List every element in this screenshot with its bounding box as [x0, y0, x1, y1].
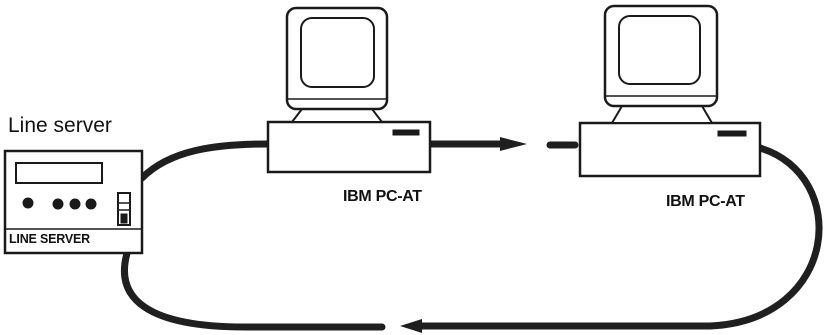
computer-1-stand — [289, 108, 385, 123]
line-server-device — [3, 149, 144, 255]
computer-1-screen — [300, 17, 375, 88]
line-server-knob-2 — [52, 198, 64, 210]
computer-2-drive-slot — [717, 130, 747, 137]
line-server-title: Line server — [8, 114, 112, 137]
computer-1 — [266, 6, 432, 174]
cable-segment-server-to-pc1 — [138, 140, 272, 182]
line-server-panel-label: LINE SERVER — [9, 232, 90, 246]
line-server-display — [15, 162, 103, 184]
cable-loop — [120, 140, 823, 331]
line-server-switch-lever — [120, 213, 128, 224]
arrowhead-right — [500, 137, 527, 151]
cable-segment-pc2-to-bottom — [414, 144, 823, 330]
computer-2-label: IBM PC-AT — [666, 193, 745, 210]
computer-1-label: IBM PC-AT — [343, 188, 422, 205]
cable-segment-bottom-to-server — [120, 246, 386, 331]
computer-1-drive-slot — [392, 129, 420, 136]
line-server-knob-4 — [85, 198, 97, 210]
computer-2-stand — [610, 105, 714, 124]
computer-2 — [578, 4, 762, 178]
line-server-knob-1 — [22, 197, 34, 209]
arrowhead-left — [400, 319, 422, 333]
computer-2-screen — [618, 15, 701, 85]
line-server-knob-3 — [69, 198, 81, 210]
